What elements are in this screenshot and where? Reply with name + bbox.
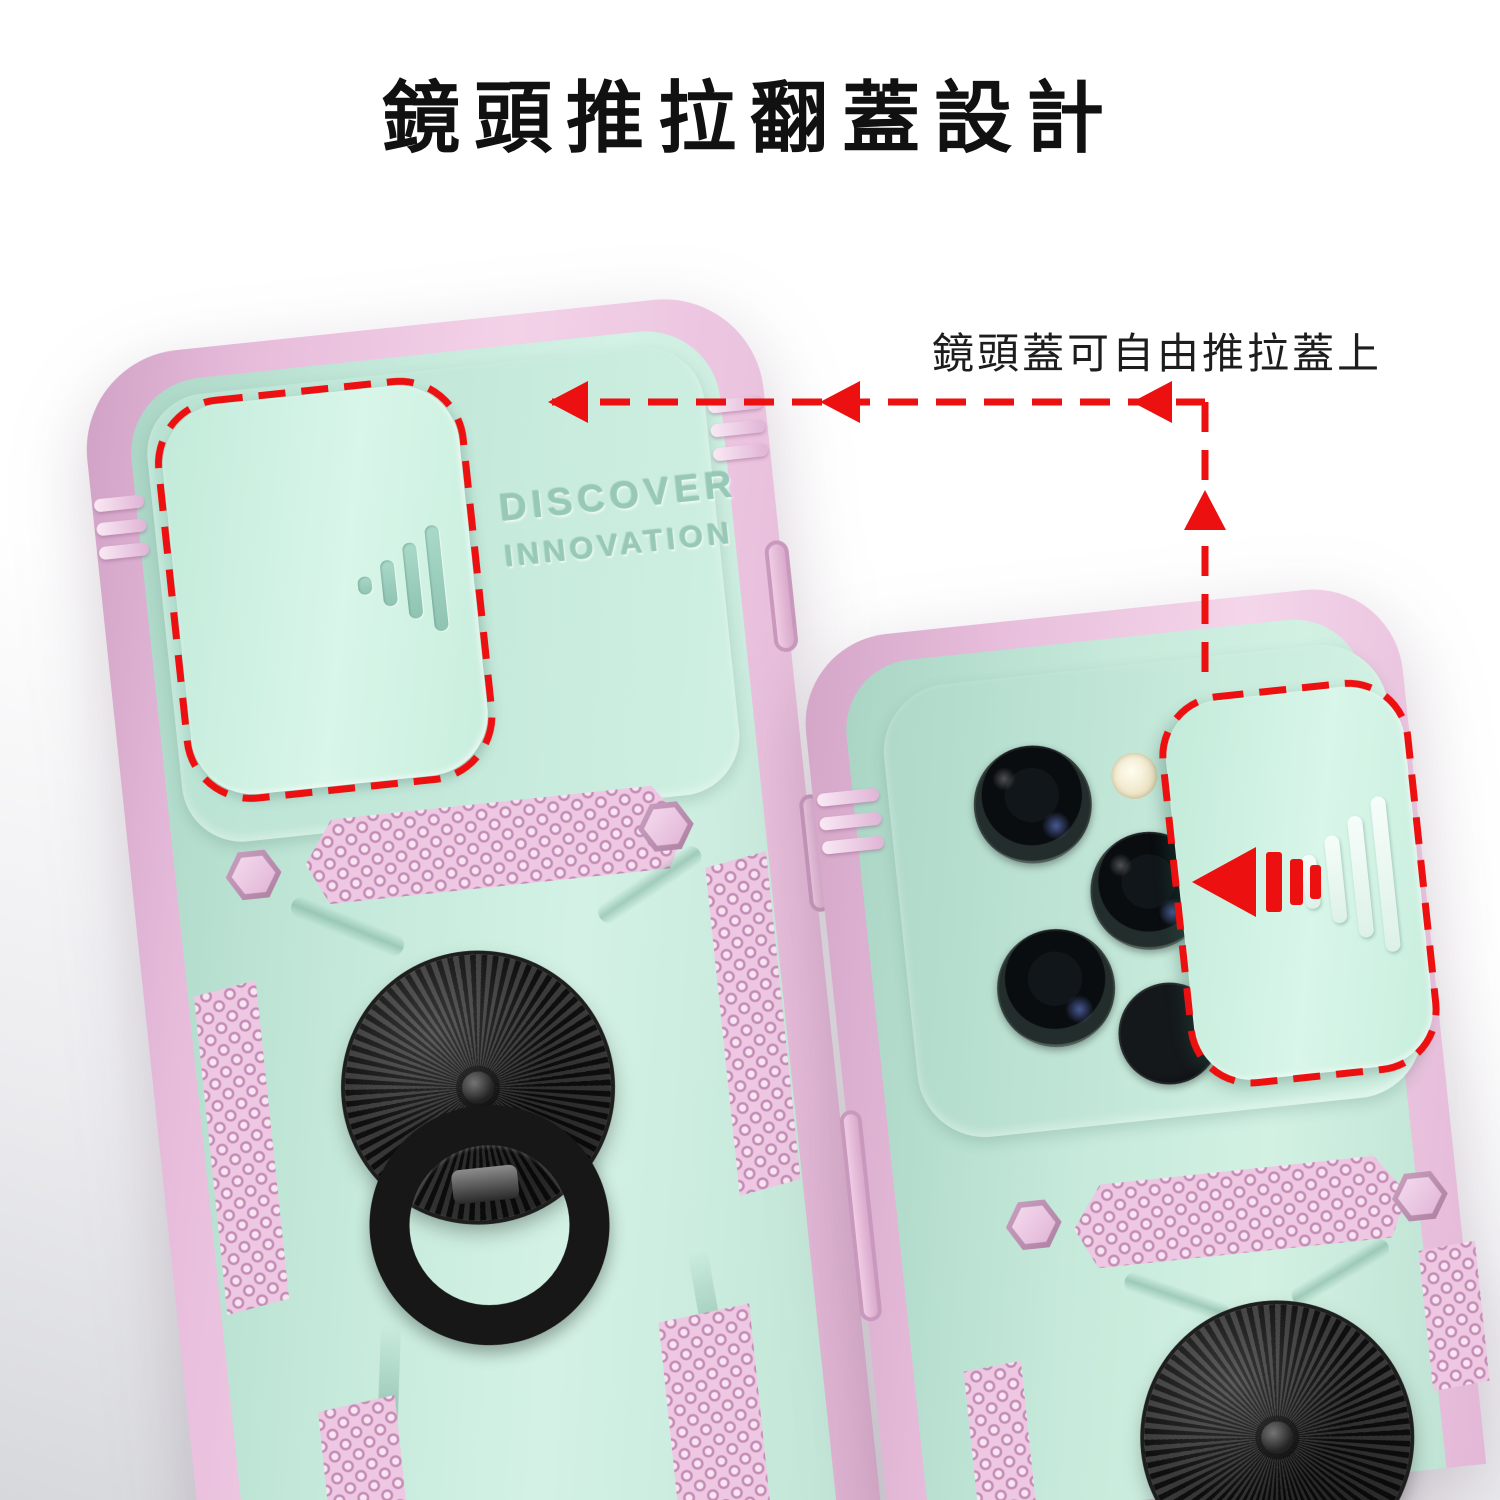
grip-ridges-icon bbox=[93, 494, 150, 561]
callout-label: 鏡頭蓋可自由推拉蓋上 bbox=[932, 330, 1383, 377]
camera-lens-icon bbox=[991, 923, 1121, 1053]
camera-lens-icon bbox=[967, 739, 1098, 870]
arrowhead-left-icon bbox=[1132, 381, 1172, 423]
grip-bar bbox=[819, 811, 883, 831]
grip-bar bbox=[710, 418, 767, 438]
dashed-rect bbox=[154, 377, 496, 802]
dashed-highlight-frame bbox=[154, 377, 496, 802]
camera-module: DISCOVER INNOVATION bbox=[141, 341, 746, 848]
lens-glint bbox=[1064, 993, 1096, 1025]
grip-ridges-icon bbox=[707, 395, 769, 462]
camera-slide-cover bbox=[1159, 679, 1440, 1087]
grip-bar bbox=[95, 518, 148, 537]
dashed-rect bbox=[1159, 679, 1440, 1087]
phone-case-back-view: DISCOVER INNOVATION bbox=[76, 289, 900, 1500]
arrowhead-left-icon bbox=[820, 381, 860, 423]
case-branding: DISCOVER INNOVATION bbox=[498, 463, 744, 574]
grip-ridges-icon bbox=[816, 787, 885, 855]
dashed-highlight-frame bbox=[1159, 679, 1440, 1087]
lens-glint bbox=[991, 766, 1017, 793]
arrowhead-up-icon bbox=[1184, 490, 1226, 530]
lens-glint bbox=[1107, 852, 1134, 879]
page-title: 鏡頭推拉翻蓋設計 bbox=[381, 74, 1118, 162]
lens-glint bbox=[1040, 810, 1072, 842]
phone-case-camera-view bbox=[796, 580, 1487, 1500]
flash-icon bbox=[1109, 750, 1160, 802]
